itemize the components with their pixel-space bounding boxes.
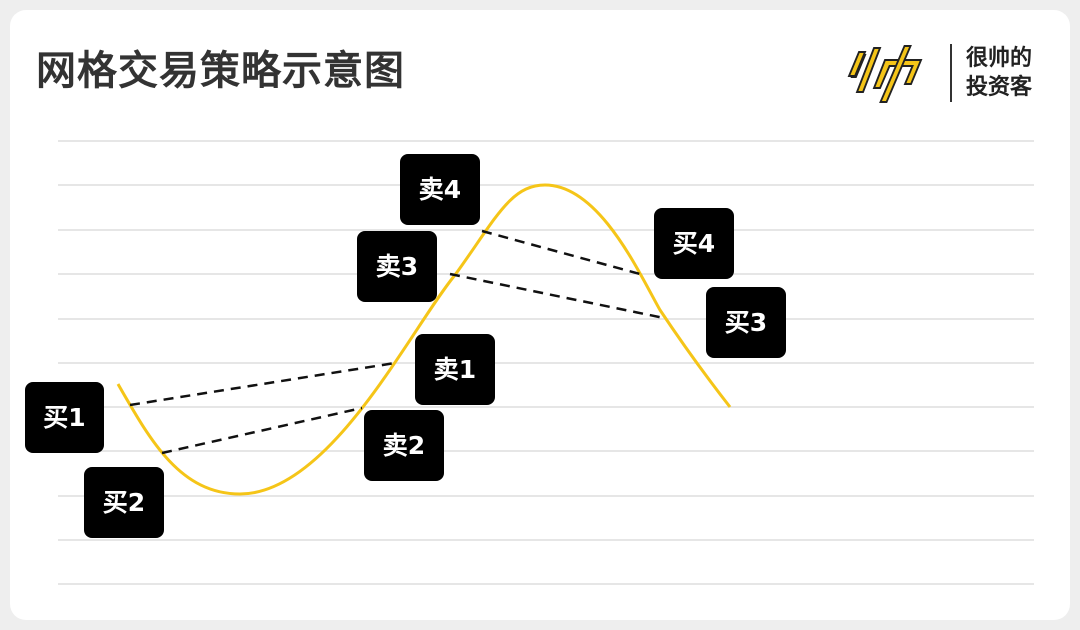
label-buy3-text: 买3: [725, 308, 767, 337]
label-sell2-box: [364, 410, 444, 481]
label-buy3-box: [706, 287, 786, 358]
label-sell3: 卖3: [357, 231, 437, 302]
dashed-line-buy2-sell2: [161, 406, 363, 455]
dashed-line-buy1-sell1: [129, 361, 396, 407]
label-sell4-box: [400, 154, 480, 225]
logo-divider: [950, 44, 952, 102]
label-buy2-text: 买2: [103, 488, 145, 517]
label-sell4-text: 卖4: [419, 175, 461, 204]
label-sell1-box: [415, 334, 495, 405]
label-sell1: 卖1: [415, 334, 495, 405]
shuai-logo-icon: [847, 45, 923, 103]
dashed-line-sell3-buy3: [449, 272, 665, 320]
label-sell3-box: [357, 231, 437, 302]
label-sell2-text: 卖2: [383, 431, 425, 460]
logo-text: 很帅的 投资客: [966, 44, 1032, 102]
label-buy1-text: 买1: [43, 403, 85, 432]
label-buy2-box: [84, 467, 164, 538]
label-sell2: 卖2: [364, 410, 444, 481]
label-sell3-text: 卖3: [376, 252, 418, 281]
price-curve: [116, 183, 732, 496]
label-buy1: 买1: [25, 382, 104, 453]
logo-line-1: 很帅的: [966, 46, 1033, 71]
label-sell4: 卖4: [400, 154, 480, 225]
brand-logo: 很帅的 投资客: [842, 40, 1052, 106]
dashed-line-sell4-buy4: [481, 229, 641, 276]
label-buy4-text: 买4: [673, 229, 715, 258]
grid-dashed-lines: [129, 229, 665, 455]
label-buy3: 买3: [706, 287, 786, 358]
page-title: 网格交易策略示意图: [36, 48, 405, 94]
diagram-card: [10, 10, 1070, 620]
label-buy1-box: [25, 382, 104, 453]
grid-lines: [58, 140, 1034, 585]
logo-line-2: 投资客: [966, 75, 1033, 100]
label-sell1-text: 卖1: [434, 355, 476, 384]
label-buy2: 买2: [84, 467, 164, 538]
label-buy4-box: [654, 208, 734, 279]
label-buy4: 买4: [654, 208, 734, 279]
